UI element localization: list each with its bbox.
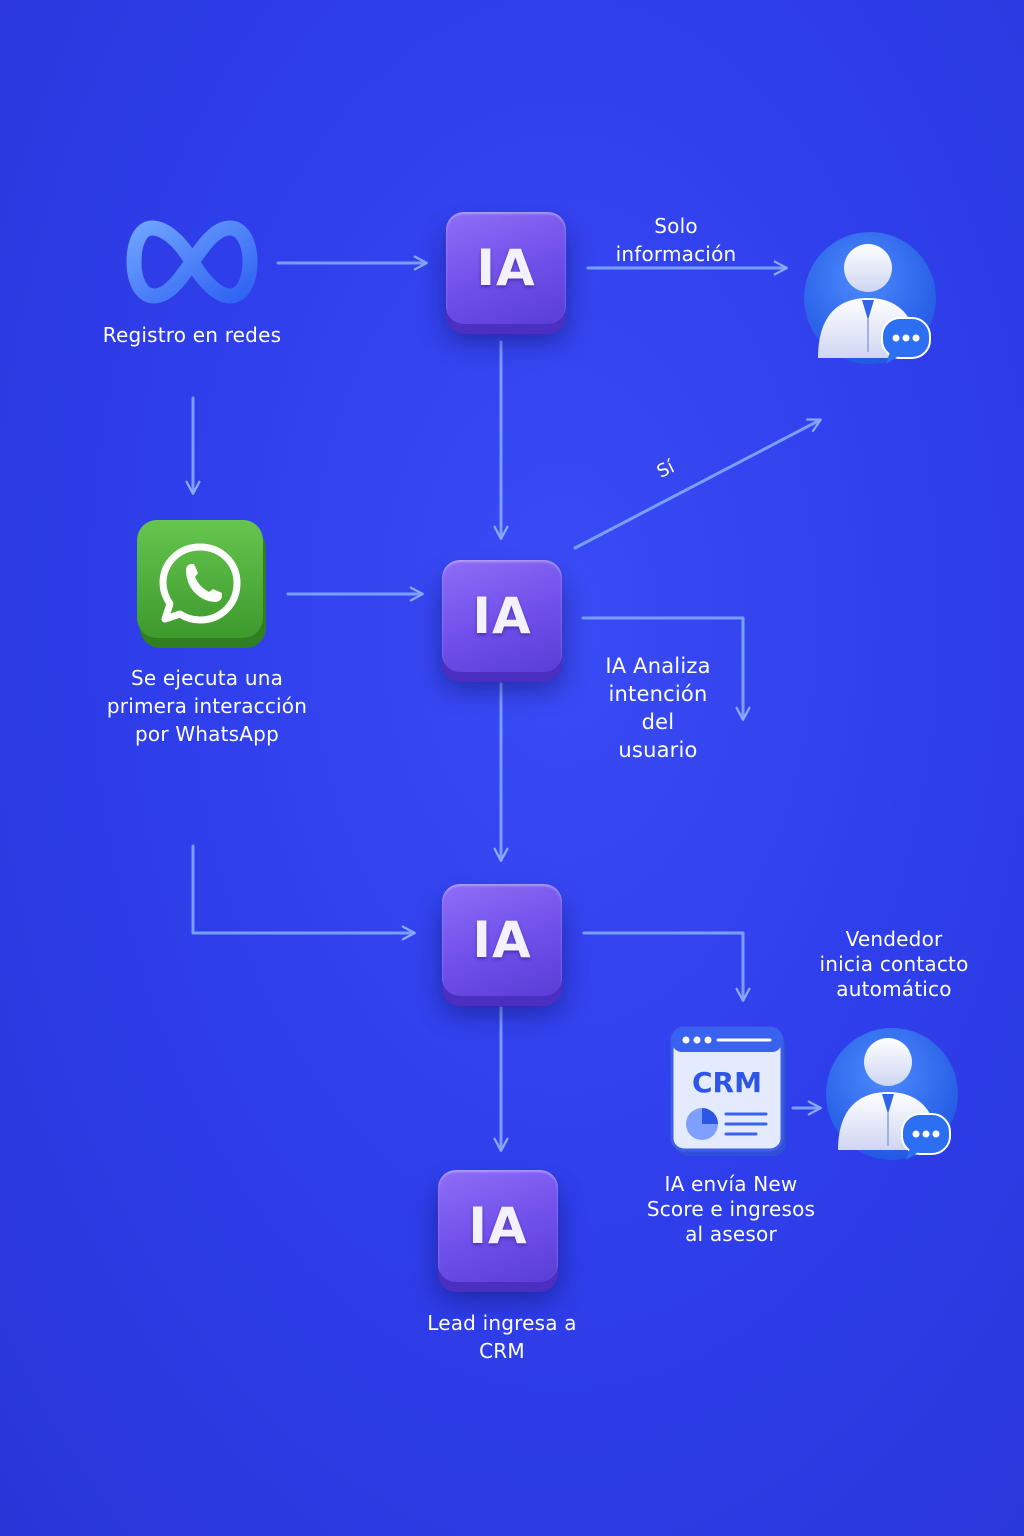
arrow-ia3-to-crm xyxy=(582,931,751,1002)
meta-infinity-icon xyxy=(126,220,258,304)
ia-node-2-text: IA xyxy=(472,587,532,645)
ia-envia-label: IA envía New Score e ingresos al asesor xyxy=(646,1172,816,1246)
meta-label: Registro en redes xyxy=(102,323,282,347)
arrow-ia2-analiza xyxy=(581,616,751,721)
ia-node-4-text: IA xyxy=(468,1197,528,1255)
ia-node-1: IA xyxy=(446,212,566,324)
lead-crm-label: Lead ingresa a CRM xyxy=(427,1311,577,1363)
solo-informacion-label: Solo información xyxy=(615,214,737,266)
ia-node-3: IA xyxy=(442,884,562,996)
ia-node-1-text: IA xyxy=(476,239,536,297)
arrow-whatsapp-to-ia3 xyxy=(191,844,416,941)
arrow-ia2-to-advisor-si xyxy=(573,418,822,550)
advisor-bottom-icon xyxy=(826,1028,958,1160)
whatsapp-icon xyxy=(137,520,266,648)
ia-node-3-text: IA xyxy=(472,911,532,969)
ia-node-2: IA xyxy=(442,560,562,672)
advisor-top-icon xyxy=(804,232,936,364)
whatsapp-label: Se ejecuta una primera interacción por W… xyxy=(106,666,308,746)
crm-window-icon xyxy=(670,1026,786,1156)
vendedor-label: Vendedor inicia contacto automático xyxy=(819,927,969,1001)
crm-icon-text: CRM xyxy=(692,1066,762,1099)
ia-node-4: IA xyxy=(438,1170,558,1282)
ia-analiza-label: IA Analiza intención del usuario xyxy=(605,654,711,762)
